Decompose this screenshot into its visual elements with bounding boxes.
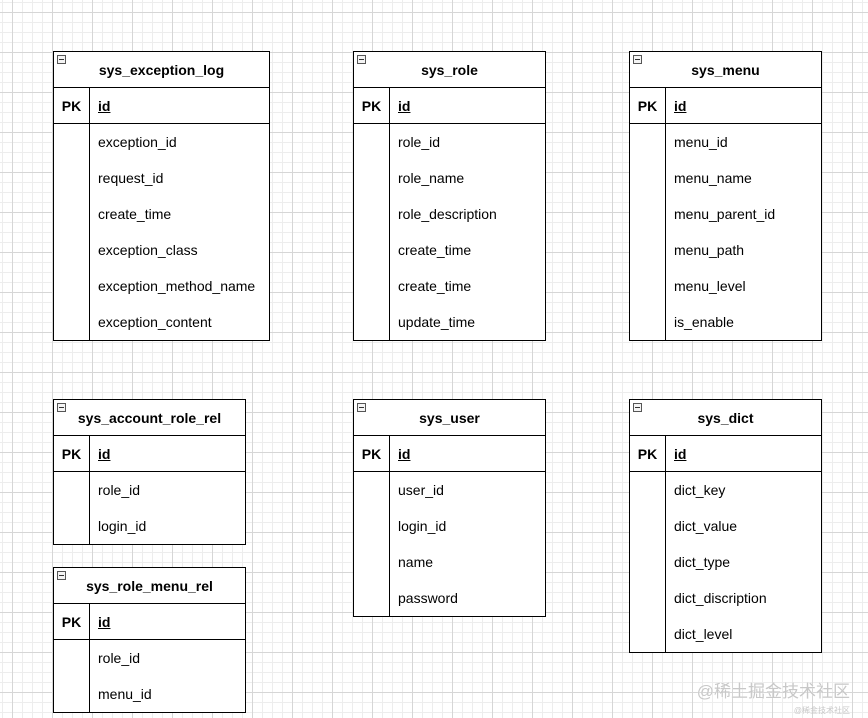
pk-label: PK bbox=[354, 88, 390, 123]
pk-label: PK bbox=[630, 88, 666, 123]
field-row[interactable]: dict_type bbox=[674, 554, 731, 570]
primary-key-row[interactable]: PK id bbox=[54, 88, 269, 124]
field-row[interactable]: menu_name bbox=[674, 170, 752, 186]
fields-list: dict_key dict_value dict_type dict_discript… bbox=[630, 472, 821, 652]
primary-key-row[interactable]: PK id bbox=[630, 88, 821, 124]
pk-field: id bbox=[398, 445, 411, 462]
pk-label: PK bbox=[630, 436, 666, 471]
pk-field: id bbox=[98, 97, 111, 114]
field-row[interactable]: menu_id bbox=[674, 134, 728, 150]
entity-title: sys_account_role_rel bbox=[77, 409, 222, 426]
primary-key-row[interactable]: PK id bbox=[354, 436, 545, 472]
field-row[interactable]: role_id bbox=[98, 482, 141, 498]
entity-title: sys_role_menu_rel bbox=[86, 577, 213, 594]
watermark-sub: @稀金技术社区 bbox=[793, 706, 850, 715]
field-row[interactable]: menu_path bbox=[674, 242, 745, 258]
entity-header[interactable]: sys_role bbox=[354, 52, 545, 88]
collapse-icon[interactable] bbox=[633, 55, 642, 64]
field-row[interactable]: exception_id bbox=[98, 134, 177, 150]
entity-header[interactable]: sys_exception_log bbox=[54, 52, 269, 88]
pk-field: id bbox=[674, 97, 687, 114]
pk-label: PK bbox=[54, 604, 90, 639]
field-row[interactable]: menu_id bbox=[98, 686, 152, 702]
primary-key-row[interactable]: PK id bbox=[354, 88, 545, 124]
field-row[interactable]: name bbox=[398, 554, 434, 570]
primary-key-row[interactable]: PK id bbox=[630, 436, 821, 472]
field-row[interactable]: role_id bbox=[98, 650, 141, 666]
pk-label: PK bbox=[54, 436, 90, 471]
field-row[interactable]: create_time bbox=[398, 242, 472, 258]
pk-field: id bbox=[98, 445, 111, 462]
field-row[interactable]: dict_discription bbox=[674, 590, 767, 606]
pk-field: id bbox=[398, 97, 411, 114]
collapse-icon[interactable] bbox=[57, 403, 66, 412]
entity-header[interactable]: sys_account_role_rel bbox=[54, 400, 245, 436]
field-row[interactable]: exception_method_name bbox=[98, 278, 256, 294]
entity-title: sys_dict bbox=[697, 409, 754, 426]
pk-field: id bbox=[674, 445, 687, 462]
field-row[interactable]: menu_level bbox=[674, 278, 746, 294]
entity-header[interactable]: sys_dict bbox=[630, 400, 821, 436]
collapse-icon[interactable] bbox=[57, 55, 66, 64]
collapse-icon[interactable] bbox=[57, 571, 66, 580]
entity-title: sys_exception_log bbox=[98, 61, 225, 78]
field-row[interactable]: exception_class bbox=[98, 242, 198, 258]
entity-header[interactable]: sys_role_menu_rel bbox=[54, 568, 245, 604]
entity-title: sys_user bbox=[419, 409, 480, 426]
field-row[interactable]: exception_content bbox=[98, 314, 212, 330]
field-row[interactable]: dict_level bbox=[674, 626, 733, 642]
field-row[interactable]: role_description bbox=[398, 206, 497, 222]
collapse-icon[interactable] bbox=[357, 55, 366, 64]
field-row[interactable]: login_id bbox=[98, 518, 147, 534]
field-row[interactable]: login_id bbox=[398, 518, 447, 534]
entity-title: sys_menu bbox=[691, 61, 760, 78]
fields-list: role_id login_id bbox=[54, 472, 245, 544]
entity-title: sys_role bbox=[421, 61, 478, 78]
field-row[interactable]: role_name bbox=[398, 170, 465, 186]
field-row[interactable]: dict_key bbox=[674, 482, 726, 498]
pk-label: PK bbox=[354, 436, 390, 471]
primary-key-row[interactable]: PK id bbox=[54, 436, 245, 472]
fields-list: role_id role_name role_description create_t… bbox=[354, 124, 545, 340]
field-row[interactable]: request_id bbox=[98, 170, 164, 186]
field-row[interactable]: create_time bbox=[98, 206, 172, 222]
fields-list: role_id menu_id bbox=[54, 640, 245, 712]
field-row[interactable]: update_time bbox=[398, 314, 476, 330]
field-row[interactable]: dict_value bbox=[674, 518, 738, 534]
primary-key-row[interactable]: PK id bbox=[54, 604, 245, 640]
field-row[interactable]: menu_parent_id bbox=[674, 206, 776, 222]
pk-label: PK bbox=[54, 88, 90, 123]
field-row[interactable]: role_id bbox=[398, 134, 441, 150]
collapse-icon[interactable] bbox=[357, 403, 366, 412]
entity-header[interactable]: sys_menu bbox=[630, 52, 821, 88]
field-row[interactable]: create_time bbox=[398, 278, 472, 294]
field-row[interactable]: is_enable bbox=[674, 314, 734, 330]
watermark: @稀土掘金技术社区 bbox=[696, 682, 850, 701]
entity-header[interactable]: sys_user bbox=[354, 400, 545, 436]
pk-field: id bbox=[98, 613, 111, 630]
field-row[interactable]: user_id bbox=[398, 482, 444, 498]
collapse-icon[interactable] bbox=[633, 403, 642, 412]
field-row[interactable]: password bbox=[398, 590, 458, 606]
